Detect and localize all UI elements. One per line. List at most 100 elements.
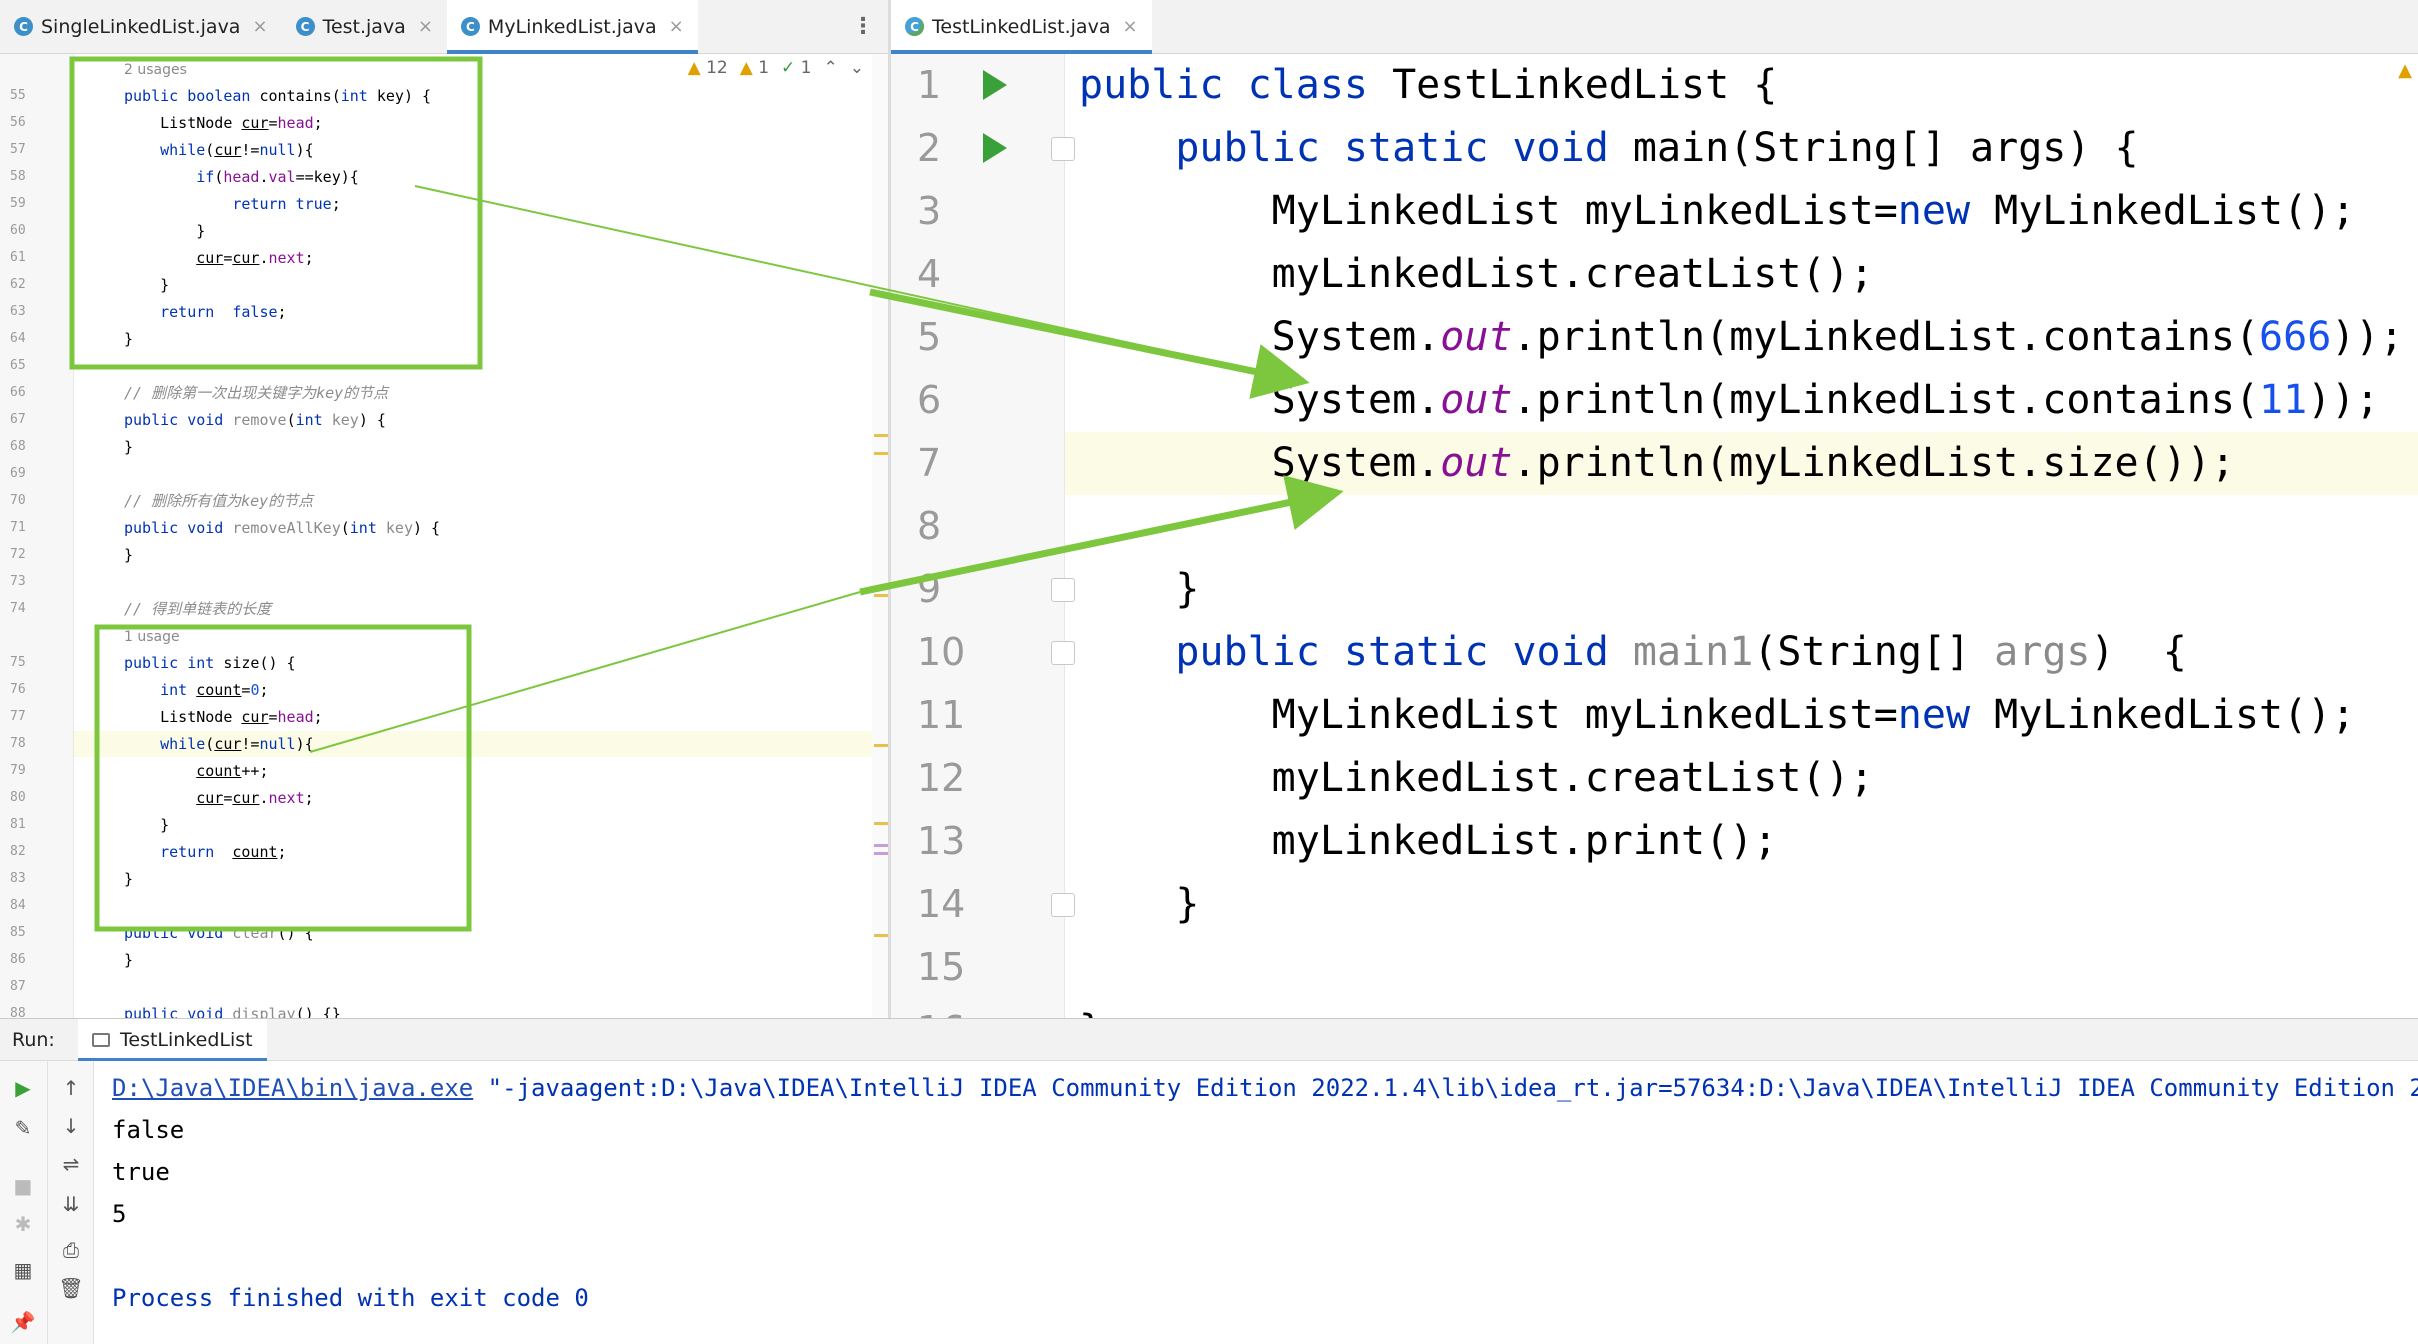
- scroll-marker[interactable]: [874, 822, 888, 825]
- line-number[interactable]: 88: [10, 1006, 26, 1018]
- tab-mylinkedlist[interactable]: C MyLinkedList.java ×: [446, 0, 698, 54]
- line-number[interactable]: 57: [10, 142, 26, 157]
- code-line[interactable]: System.out.println(myLinkedList.contains…: [1079, 377, 2380, 423]
- line-number[interactable]: 71: [10, 520, 26, 535]
- line-number[interactable]: 75: [10, 655, 26, 670]
- scroll-marker[interactable]: [874, 852, 888, 855]
- line-number[interactable]: 13: [917, 819, 966, 863]
- code-line[interactable]: [74, 569, 888, 595]
- code-line[interactable]: public void clear() {: [124, 924, 314, 942]
- close-icon[interactable]: ×: [668, 16, 684, 37]
- line-number[interactable]: 1: [917, 63, 942, 107]
- code-line[interactable]: [74, 974, 888, 1000]
- line-number[interactable]: 67: [10, 412, 26, 427]
- code-line[interactable]: [74, 353, 888, 379]
- code-line[interactable]: public void remove(int key) {: [124, 411, 386, 429]
- code-line[interactable]: myLinkedList.creatList();: [1079, 251, 1874, 297]
- code-line[interactable]: cur=cur.next;: [196, 249, 314, 267]
- code-line[interactable]: }: [124, 951, 134, 969]
- code-line[interactable]: return true;: [232, 195, 341, 213]
- code-line[interactable]: [74, 893, 888, 919]
- line-number[interactable]: 60: [10, 223, 26, 238]
- line-number[interactable]: 8: [917, 504, 942, 548]
- line-number[interactable]: 81: [10, 817, 26, 832]
- code-line[interactable]: MyLinkedList myLinkedList=new MyLinkedLi…: [1079, 188, 2356, 234]
- line-number[interactable]: 15: [917, 945, 966, 989]
- fold-icon[interactable]: [1051, 137, 1075, 161]
- console-output[interactable]: D:\Java\IDEA\bin\java.exe "-javaagent:D:…: [112, 1061, 2418, 1344]
- line-number[interactable]: 83: [10, 871, 26, 886]
- rerun-icon[interactable]: ▶: [15, 1076, 31, 1100]
- code-line[interactable]: }: [1065, 999, 2418, 1018]
- line-number[interactable]: 64: [10, 331, 26, 346]
- code-line[interactable]: public boolean contains(int key) {: [124, 87, 432, 105]
- wrench-icon[interactable]: ✎: [14, 1116, 32, 1140]
- scroll-marker[interactable]: [874, 934, 888, 937]
- line-number[interactable]: 76: [10, 682, 26, 697]
- fold-icon[interactable]: [1051, 641, 1075, 665]
- code-line[interactable]: // 得到单链表的长度: [124, 600, 272, 618]
- line-number[interactable]: 59: [10, 196, 26, 211]
- trash-icon[interactable]: 🗑: [58, 1276, 84, 1300]
- pin-icon[interactable]: 📌: [10, 1310, 36, 1334]
- code-line[interactable]: }: [1079, 881, 1200, 927]
- line-number[interactable]: 11: [917, 693, 966, 737]
- code-line[interactable]: [1065, 495, 2418, 558]
- scroll-marker[interactable]: [874, 744, 888, 747]
- line-number[interactable]: 5: [917, 315, 942, 359]
- code-line[interactable]: if(head.val==key){: [196, 168, 359, 186]
- java-exe-link[interactable]: D:\Java\IDEA\bin\java.exe: [112, 1074, 474, 1102]
- scroll-to-end-icon[interactable]: ⇊: [62, 1192, 80, 1216]
- code-line[interactable]: // 删除第一次出现关键字为key的节点: [124, 384, 389, 402]
- code-line[interactable]: }: [1079, 566, 1200, 612]
- right-code-area[interactable]: public class TestLinkedList { public sta…: [1065, 54, 2418, 1018]
- code-line[interactable]: }: [124, 222, 206, 240]
- code-line[interactable]: while(cur!=null){: [160, 141, 314, 159]
- line-number[interactable]: 56: [10, 115, 26, 130]
- code-line[interactable]: }: [124, 816, 170, 834]
- code-line[interactable]: public static void main(String[] args) {: [1175, 125, 2139, 171]
- line-number[interactable]: 80: [10, 790, 26, 805]
- line-number[interactable]: 77: [10, 709, 26, 724]
- line-number[interactable]: 3: [917, 189, 942, 233]
- code-line[interactable]: count++;: [196, 762, 269, 780]
- line-number[interactable]: 73: [10, 574, 26, 589]
- run-tab[interactable]: TestLinkedList: [78, 1018, 267, 1061]
- code-line[interactable]: public void display() {}: [124, 1005, 341, 1018]
- scroll-marker[interactable]: [874, 594, 888, 597]
- code-line[interactable]: return count;: [160, 843, 287, 861]
- code-line[interactable]: myLinkedList.print();: [1079, 818, 1778, 864]
- line-number[interactable]: 12: [917, 756, 966, 800]
- code-line[interactable]: // 删除所有值为key的节点: [124, 492, 314, 510]
- line-number[interactable]: 72: [10, 547, 26, 562]
- tab-singlelinkedlist[interactable]: C SingleLinkedList.java ×: [0, 0, 282, 53]
- line-number[interactable]: 16: [917, 999, 977, 1018]
- code-line[interactable]: [1065, 936, 2418, 999]
- line-number[interactable]: 4: [917, 252, 942, 296]
- code-line[interactable]: public void removeAllKey(int key) {: [124, 519, 441, 537]
- code-line[interactable]: ListNode cur=head;: [124, 114, 323, 132]
- line-number[interactable]: 85: [10, 925, 26, 940]
- arrow-down-icon[interactable]: ↓: [62, 1114, 80, 1138]
- line-number[interactable]: 65: [10, 358, 26, 373]
- line-number[interactable]: 62: [10, 277, 26, 292]
- line-number[interactable]: 63: [10, 304, 26, 319]
- line-number[interactable]: 9: [917, 567, 942, 611]
- line-number[interactable]: 14: [917, 882, 966, 926]
- close-icon[interactable]: ×: [1122, 16, 1138, 37]
- settings-icon[interactable]: ✱: [14, 1212, 32, 1236]
- line-number[interactable]: 6: [917, 378, 942, 422]
- code-line[interactable]: public int size() {: [124, 654, 296, 672]
- line-number[interactable]: 87: [10, 979, 26, 994]
- line-number[interactable]: 10: [917, 630, 966, 674]
- more-options-icon[interactable]: ⋮: [852, 14, 874, 39]
- line-number[interactable]: 55: [10, 88, 26, 103]
- soft-wrap-icon[interactable]: ⇌: [62, 1152, 80, 1176]
- line-number[interactable]: 2: [917, 126, 942, 170]
- code-line[interactable]: return false;: [160, 303, 287, 321]
- tab-testlinkedlist[interactable]: C TestLinkedList.java ×: [891, 0, 1152, 54]
- line-number[interactable]: 86: [10, 952, 26, 967]
- print-icon[interactable]: ⎙: [63, 1238, 79, 1262]
- line-number[interactable]: 69: [10, 466, 26, 481]
- code-line[interactable]: public class TestLinkedList {: [1079, 62, 1778, 108]
